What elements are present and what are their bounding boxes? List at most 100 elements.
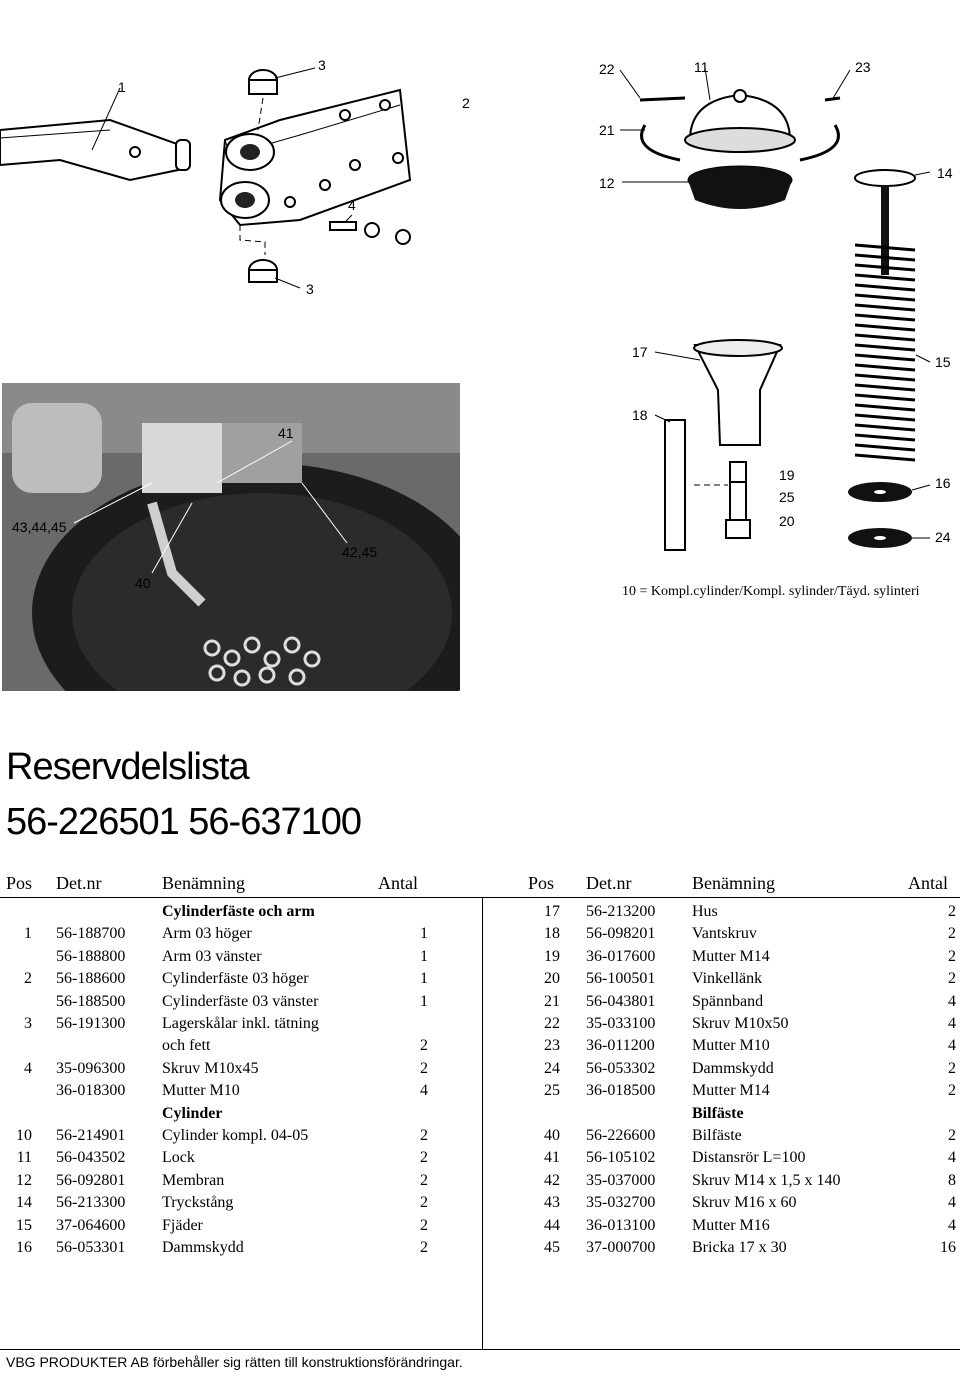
cell-qty: 2 <box>420 1127 428 1144</box>
cell-pos: 11 <box>16 1149 32 1167</box>
callout-16: 16 <box>935 475 951 491</box>
callout-1: 1 <box>118 79 126 95</box>
cell-name: Mutter M14 <box>692 1082 770 1100</box>
cell-detnr: 56-098201 <box>586 925 656 943</box>
cell-pos: 3 <box>24 1015 32 1032</box>
cell-pos: 18 <box>544 925 560 943</box>
cell-pos: 42 <box>544 1171 560 1189</box>
cell-qty: 2 <box>948 947 956 965</box>
cell-pos: 15 <box>16 1216 32 1234</box>
cell-name: Lock <box>162 1149 195 1167</box>
callout-15: 15 <box>935 354 951 370</box>
callout-17: 17 <box>632 344 648 360</box>
vehicle-mount-photo <box>2 383 460 691</box>
cell-detnr: 35-096300 <box>56 1059 126 1077</box>
cell-detnr: 56-053301 <box>56 1239 126 1256</box>
cell-qty: 2 <box>420 1194 428 1212</box>
callout-40: 40 <box>135 575 151 591</box>
cell-pos: 21 <box>544 992 560 1010</box>
arm-bracket-illustration <box>0 67 412 289</box>
cell-detnr: 56-214901 <box>56 1127 126 1144</box>
cell-detnr: 56-043801 <box>586 992 656 1010</box>
callout-22: 22 <box>599 61 615 77</box>
cell-name: Dammskydd <box>162 1239 244 1256</box>
cell-detnr: 37-000700 <box>586 1239 656 1256</box>
table-row: Cylinderfäste och arm <box>0 901 960 923</box>
cell-qty: 2 <box>948 970 956 988</box>
callout-23: 23 <box>855 59 871 75</box>
cell-qty: 2 <box>420 1149 428 1167</box>
cell-pos: 20 <box>544 970 560 988</box>
cell-qty: 4 <box>948 1149 956 1167</box>
cell-detnr: 56-188800 <box>56 947 126 965</box>
cell-name: och fett <box>162 1037 211 1055</box>
callout-24: 24 <box>935 529 951 545</box>
cell-qty: 2 <box>420 1171 428 1189</box>
cell-detnr: 56-188500 <box>56 992 126 1010</box>
cell-pos: 16 <box>16 1239 32 1256</box>
cell-detnr: 36-018300 <box>56 1082 126 1100</box>
cell-name: Cylinderfäste 03 vänster <box>162 992 319 1010</box>
callout-21: 21 <box>599 122 615 138</box>
cell-qty: 4 <box>948 1015 956 1032</box>
cell-name: Skruv M10x45 <box>162 1059 259 1077</box>
cell-name: Bilfäste <box>692 1104 744 1122</box>
cell-qty: 2 <box>420 1239 428 1256</box>
footer-rule <box>0 1349 960 1350</box>
cell-name: Lagerskålar inkl. tätning <box>162 1015 319 1032</box>
cell-name: Skruv M10x50 <box>692 1015 789 1032</box>
cell-qty: 2 <box>420 1216 428 1234</box>
header-qty-left: Antal <box>378 873 418 893</box>
cell-detnr: 36-013100 <box>586 1216 656 1234</box>
cell-pos: 12 <box>16 1171 32 1189</box>
cell-pos: 4 <box>24 1059 32 1077</box>
cell-name: Vinkellänk <box>692 970 763 988</box>
cell-pos: 41 <box>544 1149 560 1167</box>
cell-name: Mutter M14 <box>692 947 770 965</box>
callout-3: 3 <box>318 57 326 73</box>
cell-pos: 22 <box>544 1015 560 1032</box>
header-name-left: Benämning <box>162 873 245 893</box>
table-row: Cylinder <box>0 1103 960 1125</box>
cell-name: Skruv M16 x 60 <box>692 1194 797 1212</box>
cell-pos: 23 <box>544 1037 560 1055</box>
cell-qty: 1 <box>420 925 428 943</box>
cell-name: Cylinderfäste och arm <box>162 903 315 920</box>
cell-name: Mutter M10 <box>162 1082 240 1100</box>
page-title: Reservdelslista <box>6 746 250 788</box>
cell-name: Bilfäste <box>692 1127 742 1144</box>
cell-qty: 4 <box>948 1037 956 1055</box>
cell-detnr: 36-011200 <box>586 1037 655 1055</box>
cell-detnr: 56-191300 <box>56 1015 126 1032</box>
callout-2: 2 <box>462 95 470 111</box>
cell-name: Cylinder kompl. 04-05 <box>162 1127 309 1144</box>
table-row: 3 56-191300 Lagerskålar inkl. tätning <box>0 1013 960 1035</box>
cell-detnr: 56-213300 <box>56 1194 126 1212</box>
callout-11: 11 <box>694 59 709 75</box>
cell-detnr: 56-213200 <box>586 903 656 920</box>
cell-detnr: 56-226600 <box>586 1127 656 1144</box>
column-divider <box>482 897 483 1349</box>
callout-19: 19 <box>779 467 795 483</box>
cell-pos: 14 <box>16 1194 32 1212</box>
cell-qty: 16 <box>940 1239 956 1256</box>
